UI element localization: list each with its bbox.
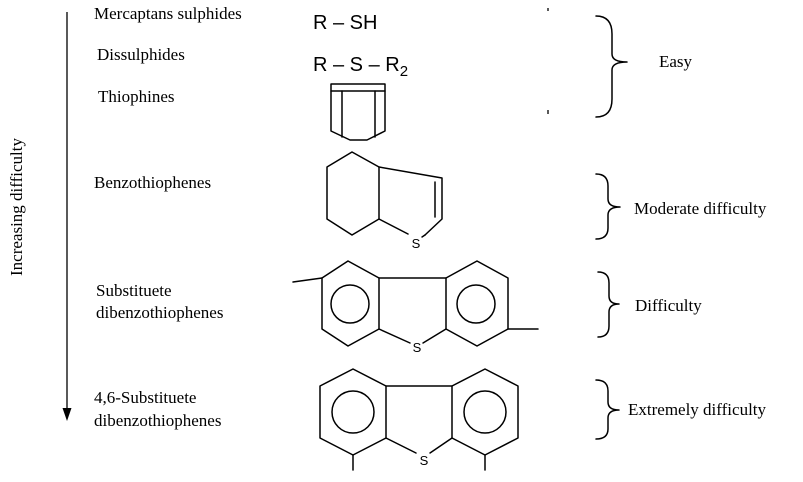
compound-name-mercaptans: Mercaptans sulphides	[94, 4, 242, 23]
46-substituted-dbt-structure	[319, 368, 519, 471]
formula-disulphide: R – S – R2	[313, 54, 408, 80]
substituted-dbt-structure	[292, 260, 539, 347]
46-dbt-left-ring	[319, 368, 387, 456]
compound-name-46-substituted-dbt-line2: dibenzothiophenes	[94, 411, 221, 430]
46-dbt-right-aromatic	[463, 390, 507, 434]
substituted-dbt-s-bond-left	[378, 328, 411, 344]
46-dbt-left-aromatic	[331, 390, 375, 434]
group-label-extreme: Extremely difficulty	[628, 400, 767, 419]
axis-label: Increasing difficulty	[7, 138, 26, 277]
compound-name-46-substituted-dbt-line1: 4,6-Substituete	[94, 388, 196, 407]
brace-extreme	[595, 379, 620, 440]
compound-name-substituted-dbt-line2: dibenzothiophenes	[96, 303, 223, 322]
46-dbt-s-bond-right	[429, 437, 453, 454]
formula-disulphide-main: R – S – R	[313, 54, 400, 76]
substituted-dbt-left-aromatic	[330, 284, 370, 324]
compound-name-benzothiophenes: Benzothiophenes	[94, 173, 211, 192]
formula-mercaptan: R – SH	[313, 12, 377, 34]
substituted-dbt-s-bond-right	[422, 328, 447, 344]
substituted-dbt-sulfur: S	[413, 340, 422, 355]
46-dbt-s-bond-left	[385, 437, 417, 454]
substituted-dbt-right-aromatic	[456, 284, 496, 324]
brace-difficulty	[597, 271, 620, 338]
brace-easy	[595, 15, 628, 118]
group-label-moderate: Moderate difficulty	[634, 199, 767, 218]
formula-disulphide-subscript: 2	[400, 63, 408, 80]
difficulty-arrow-head	[62, 408, 72, 421]
compound-name-dissulphides: Dissulphides	[97, 45, 185, 64]
46-dbt-right-ring	[451, 368, 519, 456]
group-label-difficulty: Difficulty	[635, 296, 702, 315]
thiophene-outline	[330, 83, 386, 141]
benzothiophene-thiophene-upper	[378, 166, 443, 236]
group-label-easy: Easy	[659, 52, 693, 71]
thiophene-structure	[330, 83, 386, 141]
difficulty-arrow	[62, 12, 72, 421]
brace-moderate	[595, 173, 621, 240]
benzothiophene-benzene-ring	[326, 151, 380, 236]
benzothiophene-s-bond-right	[421, 234, 426, 238]
46-dbt-sulfur: S	[420, 453, 429, 468]
benzothiophene-s-bond-left	[378, 218, 409, 235]
compound-name-substituted-dbt-line1: Substituete	[96, 281, 172, 300]
benzothiophene-sulfur: S	[412, 236, 421, 251]
substituted-dbt-right-ring	[445, 260, 509, 347]
compound-name-thiophines: Thiophines	[98, 87, 175, 106]
benzothiophene-structure	[326, 151, 443, 238]
substituted-dbt-left-substituent	[292, 277, 323, 283]
